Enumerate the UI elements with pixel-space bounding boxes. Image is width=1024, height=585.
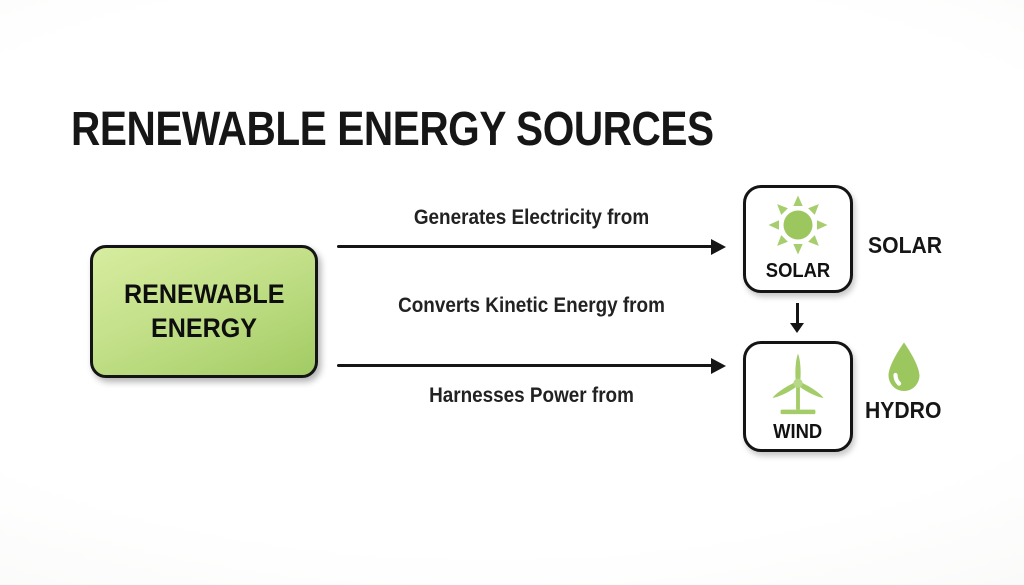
source-label-line1: RENEWABLE [123, 278, 285, 309]
source-label-line2: ENERGY [150, 312, 258, 343]
wind-node: WIND [743, 341, 853, 452]
solar-side-label: SOLAR [868, 232, 943, 258]
wind-box-label: WIND [773, 421, 823, 443]
hydro-side-label: HYDRO [865, 397, 942, 423]
sun-icon [765, 193, 831, 257]
arrow-right-bottom [337, 357, 726, 374]
page-title: RENEWABLE ENERGY SOURCES [71, 103, 714, 157]
connector-label-converts: Converts Kinetic Energy from [398, 294, 665, 317]
renewable-energy-node: RENEWABLE ENERGY [90, 245, 318, 378]
connector-zone: Generates Electricity from Converts Kine… [337, 0, 726, 585]
wind-turbine-icon [756, 349, 840, 421]
solar-box-label: SOLAR [765, 260, 831, 282]
solar-node: SOLAR [743, 185, 853, 293]
connector-label-harnesses: Harnesses Power from [429, 384, 634, 407]
arrow-right-top [337, 238, 726, 255]
water-drop-icon [884, 341, 924, 393]
arrow-down-connector [790, 303, 805, 333]
connector-label-generates: Generates Electricity from [413, 206, 650, 229]
